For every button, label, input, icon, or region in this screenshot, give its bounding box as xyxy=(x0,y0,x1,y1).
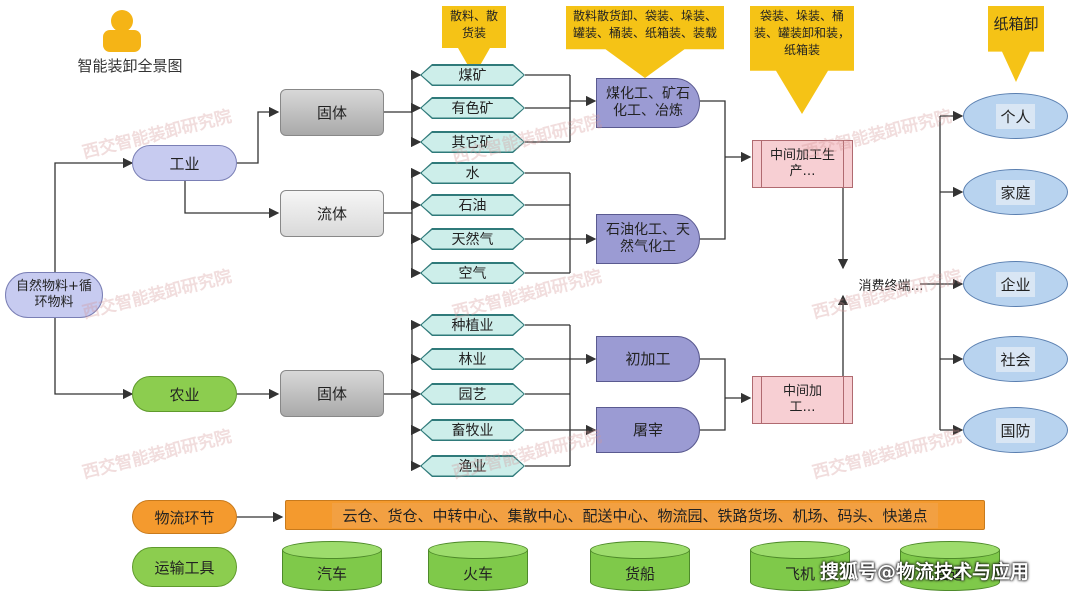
consumer-enterprise: 企业 xyxy=(963,261,1068,307)
industry-solid-node: 固体 xyxy=(280,89,384,136)
industry-fluid-node: 流体 xyxy=(280,190,384,237)
process-primary: 初加工 xyxy=(596,336,700,382)
logistics-label: 物流环节 xyxy=(132,500,237,534)
callout-text-3: 袋装、垛装、桶装、罐装卸和装，纸箱装 xyxy=(754,9,851,57)
material-fishery: 渔业 xyxy=(420,455,525,477)
agriculture-node: 农业 xyxy=(132,376,237,412)
process-petro-chem: 石油化工、天然气化工 xyxy=(596,214,700,264)
logistics-nodes-bar: 云仓、货仓、中转中心、集散中心、配送中心、物流园、铁路货场、机场、码头、快递点 xyxy=(285,500,985,530)
material-livestock: 畜牧业 xyxy=(420,419,525,441)
consumer-terminal-label: 消费终端… xyxy=(858,278,924,294)
mid-agri-node: 中间加工… xyxy=(752,376,853,424)
material-other-ore: 其它矿 xyxy=(420,131,525,153)
callout-text-4: 纸箱卸 xyxy=(993,15,1039,33)
consumer-society: 社会 xyxy=(963,336,1068,382)
callout-text-1: 散料、散货装 xyxy=(449,9,498,40)
material-air: 空气 xyxy=(420,262,525,284)
material-gas: 天然气 xyxy=(420,228,525,250)
material-forestry: 林业 xyxy=(420,348,525,370)
vehicle-ship: 货船 xyxy=(590,541,690,591)
process-coal-chem: 煤化工、矿石化工、冶炼 xyxy=(596,78,700,128)
consumer-family: 家庭 xyxy=(963,169,1068,215)
mid-industry-label: 中间加工生产… xyxy=(769,148,835,179)
vehicle-pipeline: 管道 xyxy=(900,541,1000,591)
consumer-individual: 个人 xyxy=(963,93,1068,139)
material-nonferrous: 有色矿 xyxy=(420,97,525,119)
material-planting: 种植业 xyxy=(420,314,525,336)
mid-industry-node: 中间加工生产… xyxy=(752,140,853,188)
material-coal: 煤矿 xyxy=(420,64,525,86)
vehicle-plane: 飞机 xyxy=(750,541,850,591)
root-node: 自然物料+循环物料 xyxy=(5,272,103,318)
root-label: 自然物料+循环物料 xyxy=(16,279,92,310)
transport-label: 运输工具 xyxy=(132,547,237,587)
page-title: 智能装卸全景图 xyxy=(77,56,183,75)
logistics-nodes-text: 云仓、货仓、中转中心、集散中心、配送中心、物流园、铁路货场、机场、码头、快递点 xyxy=(332,502,938,528)
industry-node: 工业 xyxy=(132,145,237,181)
material-horticulture: 园艺 xyxy=(420,383,525,405)
source-credit: 搜狐号@物流技术与应用 xyxy=(820,561,1030,583)
consumer-defense: 国防 xyxy=(963,407,1068,453)
vehicle-train: 火车 xyxy=(428,541,528,591)
callout-text-2: 散料散货卸、袋装、垛装、罐装、桶装、纸箱装、装载 xyxy=(572,9,717,40)
process-slaughter: 屠宰 xyxy=(596,407,700,453)
person-icon xyxy=(101,8,143,52)
agri-solid-node: 固体 xyxy=(280,370,384,417)
material-oil: 石油 xyxy=(420,194,525,216)
material-water: 水 xyxy=(420,162,525,184)
vehicle-truck: 汽车 xyxy=(282,541,382,591)
mid-agri-label: 中间加工… xyxy=(782,384,822,415)
